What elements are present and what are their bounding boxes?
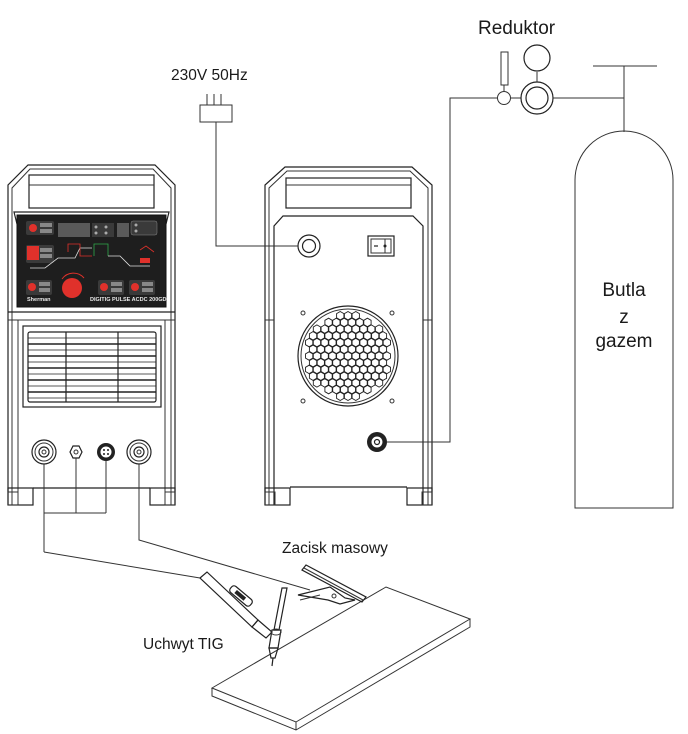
fan-hole	[312, 378, 322, 388]
welder-front-unit: Sherman DIGITIG PULSE ACDC 200GD	[7, 164, 176, 506]
fan-hole	[363, 331, 372, 341]
regulator-label: Reduktor	[478, 18, 556, 39]
connector-gas	[69, 445, 83, 459]
power-inlet	[297, 234, 321, 258]
power-label: 230V 50Hz	[171, 67, 248, 84]
fan-hole	[363, 384, 372, 395]
model-label: DIGITIG PULSE ACDC 200GD	[90, 297, 167, 303]
connector-control	[97, 443, 115, 461]
fan-hole	[374, 378, 384, 388]
fan-hole	[374, 364, 384, 375]
ground-clamp	[297, 564, 367, 605]
connector-torch	[31, 439, 57, 465]
cylinder-label-line3: gazem	[595, 331, 652, 352]
fan-hole	[312, 364, 322, 375]
fan-hole	[332, 384, 341, 395]
front-cables	[43, 458, 311, 591]
fan-hole	[332, 331, 341, 341]
fan-hole	[378, 331, 388, 341]
fan-hole	[336, 364, 345, 375]
fan-hole	[371, 331, 380, 341]
fan-hole	[382, 337, 391, 348]
ground-cable	[138, 464, 311, 591]
fan-grille	[297, 305, 399, 407]
fan-hole	[336, 391, 345, 402]
fan-hole	[367, 364, 376, 375]
fan-hole	[324, 384, 333, 395]
gas-inlet	[367, 432, 387, 452]
welder-rear-unit	[264, 166, 433, 506]
fan-hole	[382, 364, 391, 375]
fan-hole	[382, 351, 391, 361]
fan-hole	[355, 331, 364, 341]
fan-hole	[355, 384, 364, 395]
fan-hole	[359, 364, 368, 375]
fan-hole	[343, 364, 353, 375]
fan-hole	[351, 391, 360, 402]
fan-hole	[308, 371, 318, 381]
fan-hole	[316, 331, 325, 341]
fan-hole	[351, 364, 360, 375]
ground-clamp-label: Zacisk masowy	[282, 540, 388, 557]
fan-hole	[305, 337, 314, 348]
tig-torch-label: Uchwyt TIG	[143, 636, 224, 653]
power-switch	[367, 235, 395, 257]
cylinder-label-line2: z	[619, 307, 629, 328]
gas-cylinder	[574, 65, 674, 509]
fan-hole	[347, 331, 356, 341]
power-cable	[215, 122, 298, 247]
control-knob	[62, 278, 82, 298]
torch-cable	[43, 551, 201, 579]
pressure-gauge	[523, 44, 551, 72]
tig-torch	[199, 571, 288, 667]
fan-hole	[378, 371, 388, 381]
fan-hole	[343, 391, 353, 402]
power-plug	[199, 94, 233, 123]
regulator	[497, 44, 624, 115]
fan-hole	[308, 331, 318, 341]
cylinder-label-line1: Butla	[602, 280, 646, 301]
workpiece	[210, 586, 472, 731]
fan-hole	[320, 364, 329, 375]
fan-hole	[328, 364, 337, 375]
fan-hole	[305, 364, 314, 375]
connector-ground	[126, 439, 152, 465]
fan-hole	[324, 331, 333, 341]
brand-label: Sherman	[27, 297, 51, 303]
front-vent	[27, 331, 157, 403]
gas-hose	[387, 97, 498, 443]
fan-hole	[305, 351, 314, 361]
